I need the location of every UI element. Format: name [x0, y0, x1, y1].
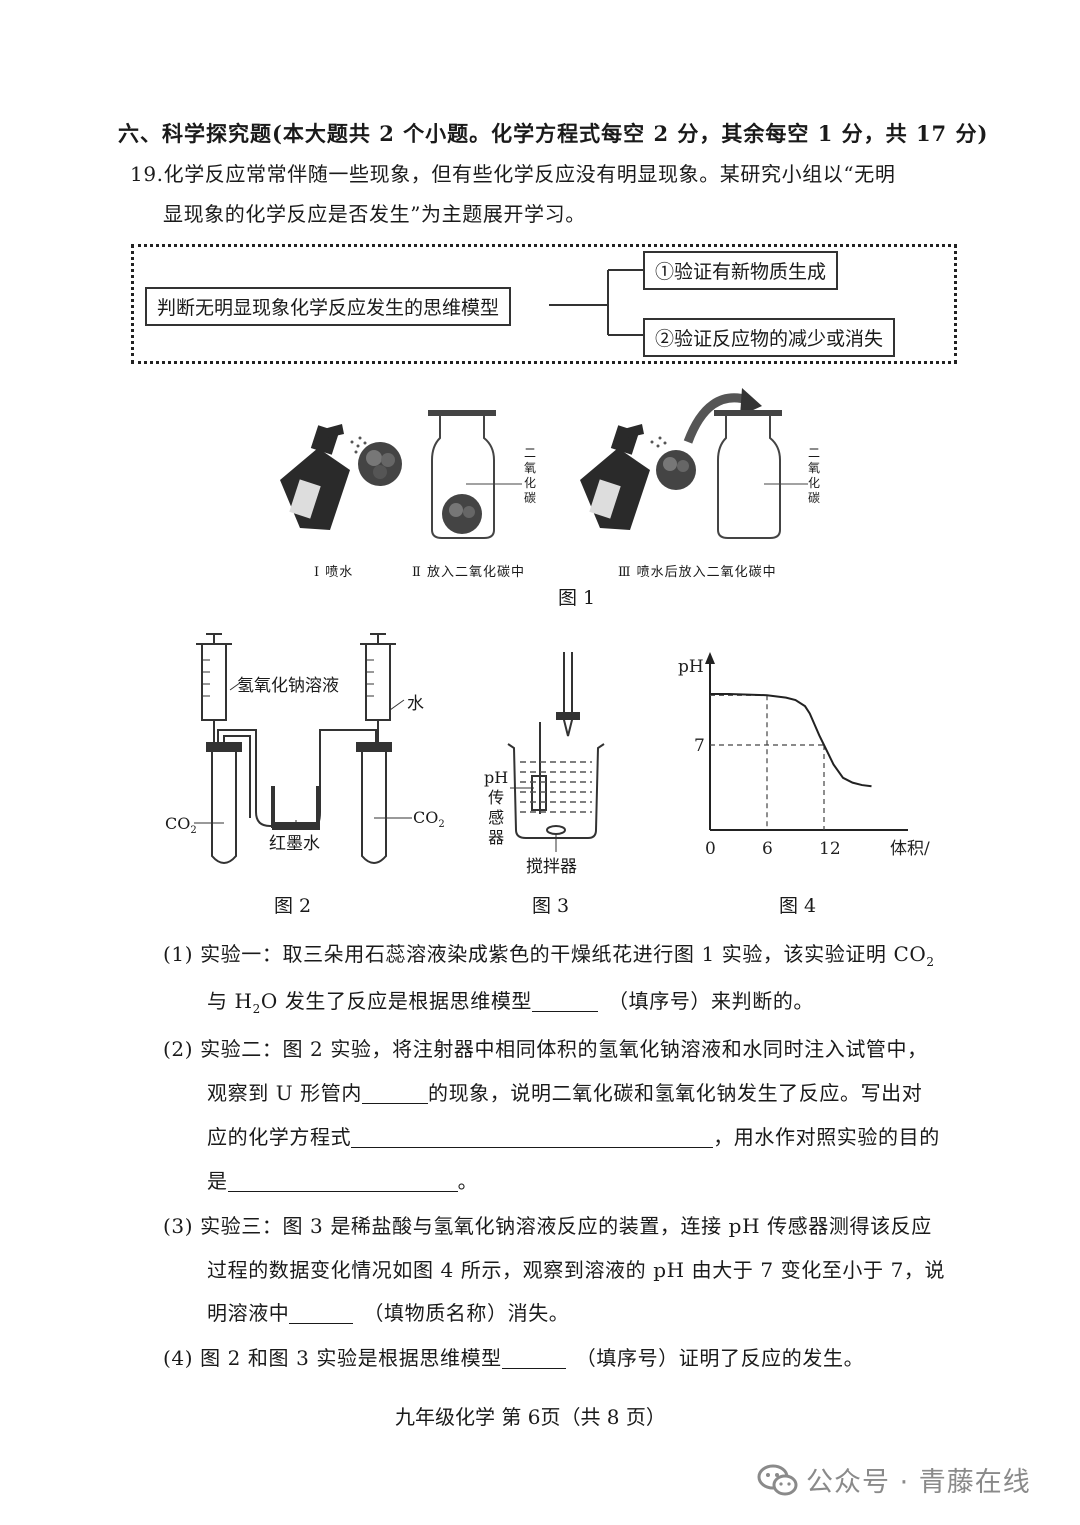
- figure1-caption: 图 1: [558, 587, 596, 609]
- item2-phenomenon-blank[interactable]: [361, 1083, 428, 1104]
- ph-sensor-label-line2: 传: [488, 788, 505, 807]
- jar-label-co2-2: 二氧化碳: [808, 446, 821, 505]
- y-tick-label: 7: [694, 736, 705, 756]
- page-footer: 九年级化学 第 6页（共 8 页）: [395, 1405, 666, 1429]
- figure4-ph-chart: pH 体积/ml 0 6 12 7: [678, 652, 930, 859]
- item1-line2: 与 H2O 发生了反应是根据思维模型 （填序号）来判断的。: [207, 985, 814, 1016]
- spray-bottle-icon: [280, 424, 367, 530]
- item3-line1: (3) 实验三：图 3 是稀盐酸与氢氧化钠溶液反应的装置，连接 pH 传感器测得…: [163, 1214, 932, 1238]
- paper-flower-in-jar-icon: [442, 494, 482, 534]
- item1-line1: (1) 实验一：取三朵用石蕊溶液染成紫色的干燥纸花进行图 1 实验，该实验证明 …: [163, 938, 935, 969]
- x-tick-label: 0: [705, 839, 716, 859]
- water-label: 水: [407, 694, 424, 714]
- question-intro-line2: 显现象的化学反应是否发生”为主题展开学习。: [163, 202, 586, 226]
- item4-text1a: (4) 图 2 和图 3 实验是根据思维模型: [163, 1346, 502, 1370]
- question-number: 19.: [130, 162, 164, 186]
- item1-co2-subscript: 2: [926, 955, 935, 969]
- wechat-watermark: 公众号 · 青藤在线: [756, 1460, 1031, 1499]
- item2-purpose-blank[interactable]: [227, 1171, 458, 1192]
- section-title: 六、科学探究题(本大题共 2 个小题。化学方程式每空 2 分，其余每空 1 分，…: [118, 121, 989, 146]
- thinking-model-frame: [131, 244, 957, 364]
- ph-sensor-label-line1: pH: [484, 768, 509, 787]
- watermark-text: 公众号 · 青藤在线: [806, 1467, 1031, 1498]
- thinking-model-connectors: [549, 269, 643, 336]
- co2-right-text: CO: [413, 808, 439, 827]
- item1-answer-blank[interactable]: [532, 991, 599, 1012]
- figure3-drawing: [507, 652, 605, 852]
- y-axis-arrow: [705, 652, 715, 664]
- item3-substance-blank[interactable]: [289, 1303, 354, 1324]
- item2-line1: (2) 实验二：图 2 实验，将注射器中相同体积的氢氧化钠溶液和水同时注入试管中…: [163, 1037, 928, 1061]
- item4-text1b: （填序号）证明了反应的发生。: [575, 1346, 865, 1370]
- x-tick-label: 12: [819, 839, 841, 859]
- ph-sensor-label-line4: 器: [488, 828, 505, 847]
- item4-line1: (4) 图 2 和图 3 实验是根据思维模型 （填序号）证明了反应的发生。: [163, 1342, 864, 1371]
- x-tick-label: 6: [762, 839, 773, 859]
- paper-flower-icon-2: [656, 450, 696, 490]
- item2-text4a: 是: [207, 1169, 228, 1193]
- gas-jar-icon-2: [714, 410, 808, 539]
- item1-text2a: 与 H: [207, 989, 253, 1013]
- item2-text3a: 应的化学方程式: [207, 1125, 352, 1149]
- item2-line2: 观察到 U 形管内 的现象，说明二氧化碳和氢氧化钠发生了反应。写出对: [207, 1077, 922, 1106]
- x-axis-label: 体积/ml: [890, 839, 930, 859]
- item2-equation-blank[interactable]: [351, 1127, 714, 1148]
- wechat-icon: [757, 1464, 798, 1495]
- figure2-drawing: [194, 633, 412, 864]
- item2-line3: 应的化学方程式 ，用水作对照实验的目的: [207, 1121, 940, 1150]
- thinking-model-main-box: 判断无明显现象化学反应发生的思维模型: [145, 287, 512, 326]
- ph-sensor-label: pH 传 感 器: [484, 768, 508, 848]
- spray-bottle-icon-2: [580, 424, 667, 530]
- item2-text3b: ，用水作对照实验的目的: [713, 1125, 940, 1149]
- item1-h2o-subscript: 2: [252, 1002, 261, 1016]
- figure4-caption: 图 4: [779, 895, 817, 917]
- item3-text3a: 明溶液中: [207, 1301, 290, 1325]
- item2-text2b: 的现象，说明二氧化碳和氢氧化钠发生了反应。写出对: [427, 1081, 923, 1105]
- question-intro-text1: 化学反应常常伴随一些现象，但有些化学反应没有明显现象。某研究小组以“无明: [163, 162, 896, 186]
- figure1-sub2: Ⅱ 放入二氧化碳中: [412, 565, 525, 580]
- question-intro-line1: 19.化学反应常常伴随一些现象，但有些化学反应没有明显现象。某研究小组以“无明: [130, 158, 895, 187]
- item2-line4: 是。: [207, 1165, 478, 1194]
- naoh-solution-label: 氢氧化钠溶液: [237, 676, 339, 696]
- figure2-caption: 图 2: [274, 895, 312, 917]
- item2-text4b: 。: [457, 1169, 479, 1193]
- co2-right-subscript: 2: [438, 819, 445, 831]
- co2-right-label: CO2: [413, 808, 445, 830]
- item3-text3b: （填物质名称）消失。: [363, 1301, 570, 1325]
- arrow-curve-icon: [683, 388, 762, 444]
- co2-left-text: CO: [165, 814, 191, 833]
- ph-sensor-label-line3: 感: [488, 808, 505, 827]
- red-ink-label: 红墨水: [269, 834, 320, 854]
- figure1-sub3: Ⅲ 喷水后放入二氧化碳中: [618, 565, 777, 580]
- thinking-model-option2-box: ②验证反应物的减少或消失: [643, 318, 896, 357]
- item2-text2a: 观察到 U 形管内: [207, 1081, 362, 1105]
- gas-jar-icon: [428, 410, 522, 539]
- co2-left-subscript: 2: [190, 825, 197, 837]
- thinking-model-option1-box: ①验证有新物质生成: [643, 251, 839, 290]
- stirrer-label: 搅拌器: [526, 857, 577, 877]
- co2-left-label: CO2: [165, 814, 197, 836]
- y-axis-label: pH: [678, 657, 704, 677]
- item1-text1: (1) 实验一：取三朵用石蕊溶液染成紫色的干燥纸花进行图 1 实验，该实验证明 …: [163, 942, 927, 966]
- figure3-caption: 图 3: [532, 895, 570, 917]
- item3-line3: 明溶液中 （填物质名称）消失。: [207, 1297, 569, 1326]
- item3-line2: 过程的数据变化情况如图 4 所示，观察到溶液的 pH 由大于 7 变化至小于 7…: [207, 1258, 946, 1282]
- paper-flower-icon: [358, 442, 402, 486]
- figure1-drawing: [280, 388, 808, 539]
- item1-text2b: O 发生了反应是根据思维模型: [260, 989, 533, 1013]
- figure1-sub1: Ⅰ 喷水: [314, 565, 354, 580]
- jar-label-co2-1: 二氧化碳: [524, 446, 537, 505]
- ph-curve: [710, 693, 872, 788]
- item1-text2c: （填序号）来判断的。: [608, 989, 815, 1013]
- item4-answer-blank[interactable]: [501, 1348, 566, 1369]
